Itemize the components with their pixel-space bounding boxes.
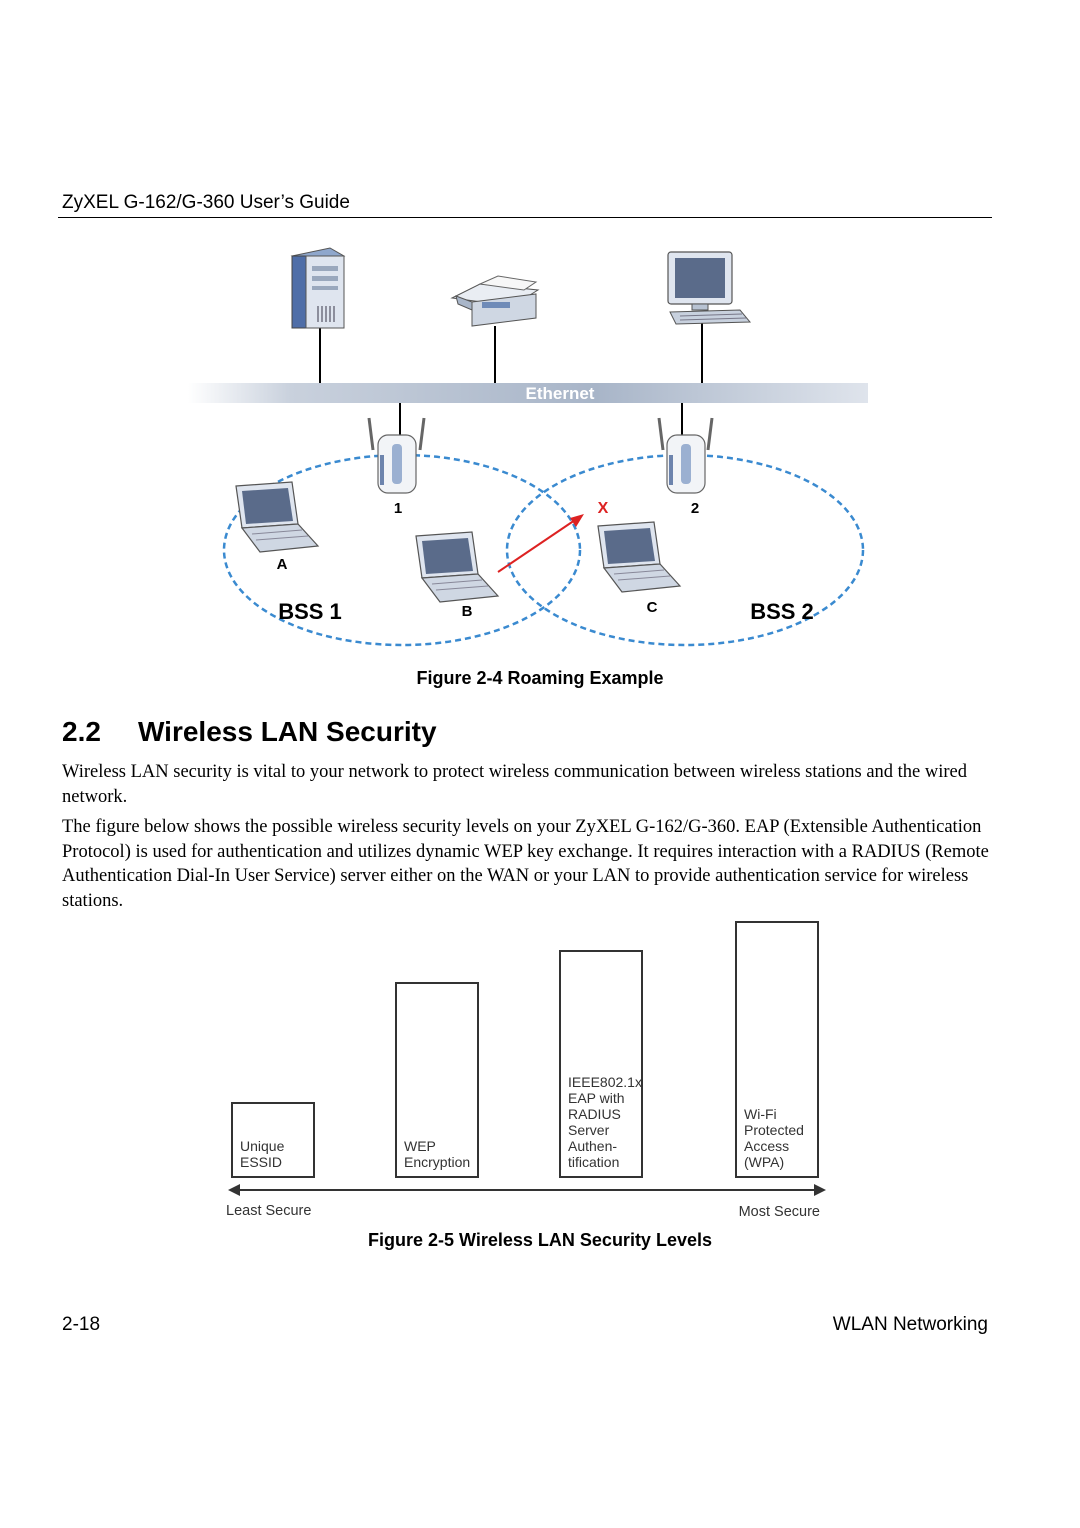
security-level-3-text: RADIUS xyxy=(568,1106,621,1122)
security-level-3-text: Authen- xyxy=(568,1138,617,1154)
security-level-3-text: tification xyxy=(568,1154,619,1170)
least-secure-label: Least Secure xyxy=(226,1203,311,1219)
security-level-1-text: Unique xyxy=(240,1138,285,1154)
station-c-label: C xyxy=(647,599,658,616)
header-title: ZyXEL G-162/G-360 User’s Guide xyxy=(62,192,350,213)
security-level-box-3 xyxy=(559,950,643,1178)
access-point-1-icon xyxy=(367,417,426,494)
access-point-2-icon xyxy=(657,417,714,494)
security-level-4-text: Protected xyxy=(744,1122,804,1138)
security-level-box-1 xyxy=(231,1102,315,1178)
ap-1-label: 1 xyxy=(394,500,402,517)
security-axis-arrow xyxy=(228,1184,826,1196)
security-level-4-text: (WPA) xyxy=(744,1154,784,1170)
bss-1-label: BSS 1 xyxy=(278,599,342,624)
security-level-2-text: Encryption xyxy=(404,1154,470,1170)
security-level-3-text: IEEE802.1x xyxy=(568,1074,642,1090)
station-a-label: A xyxy=(277,556,288,573)
most-secure-label: Most Secure xyxy=(739,1204,820,1220)
bss2-coverage-ellipse xyxy=(505,453,865,647)
footer-section-name: WLAN Networking xyxy=(832,1314,988,1335)
figure-5-caption: Figure 2-5 Wireless LAN Security Levels xyxy=(368,1230,712,1250)
station-b-label: B xyxy=(462,603,473,620)
printer-icon xyxy=(450,275,540,327)
paragraph-2: The figure below shows the possible wire… xyxy=(62,817,989,911)
ap-2-label: 2 xyxy=(691,500,699,517)
desktop-computer-icon xyxy=(667,251,752,325)
security-level-4-text: Wi-Fi xyxy=(744,1106,777,1122)
security-level-3-text: Server xyxy=(568,1122,610,1138)
blocked-mark: X xyxy=(598,500,609,517)
security-level-box-4 xyxy=(735,921,819,1178)
security-level-box-2 xyxy=(395,982,479,1178)
bss-2-label: BSS 2 xyxy=(750,599,814,624)
roaming-example-figure: Ethernet 1 2 A B C xyxy=(188,247,868,647)
security-level-1-text: ESSID xyxy=(240,1154,282,1170)
bss1-coverage-ellipse xyxy=(222,453,582,647)
footer-page-number: 2-18 xyxy=(62,1314,101,1335)
paragraph-1: Wireless LAN security is vital to your n… xyxy=(62,762,968,807)
laptop-b-icon xyxy=(415,531,500,603)
header-rule xyxy=(58,217,992,218)
security-level-4-text: Access xyxy=(744,1138,789,1154)
figure-4-caption: Figure 2-4 Roaming Example xyxy=(416,668,664,688)
laptop-c-icon xyxy=(597,521,682,593)
security-level-2-text: WEP xyxy=(404,1138,436,1154)
section-title: Wireless LAN Security xyxy=(138,716,437,747)
section-heading: 2.2 Wireless LAN Security xyxy=(62,716,437,748)
laptop-a-icon xyxy=(235,481,320,553)
roaming-arrow xyxy=(497,514,584,573)
server-tower-icon xyxy=(290,247,346,329)
ethernet-label: Ethernet xyxy=(526,384,595,403)
section-number: 2.2 xyxy=(62,716,101,747)
security-level-3-text: EAP with xyxy=(568,1090,625,1106)
